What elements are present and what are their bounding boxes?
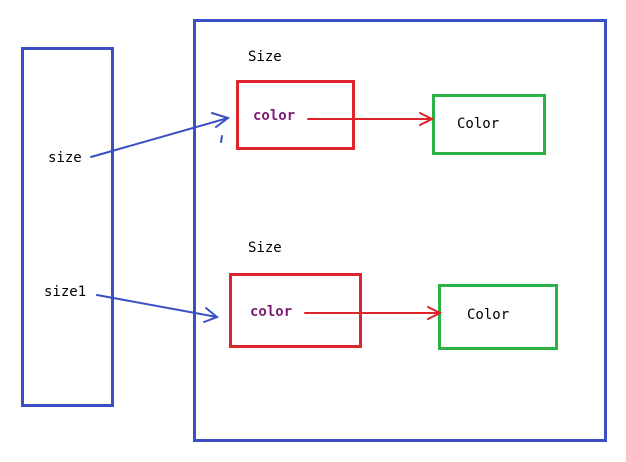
var-size-label: size <box>48 150 82 166</box>
object2-type-label: Size <box>248 240 282 256</box>
heap-frame <box>193 19 607 442</box>
object2-size-box <box>229 273 362 348</box>
var-size1-label: size1 <box>44 284 87 300</box>
object1-color-field: color <box>253 108 296 124</box>
object1-type-label: Size <box>248 49 282 65</box>
object1-color-label: Color <box>457 116 500 132</box>
stack-frame <box>21 47 114 407</box>
object1-size-box <box>236 80 355 150</box>
object2-color-field: color <box>250 304 293 320</box>
object2-color-label: Color <box>467 307 510 323</box>
